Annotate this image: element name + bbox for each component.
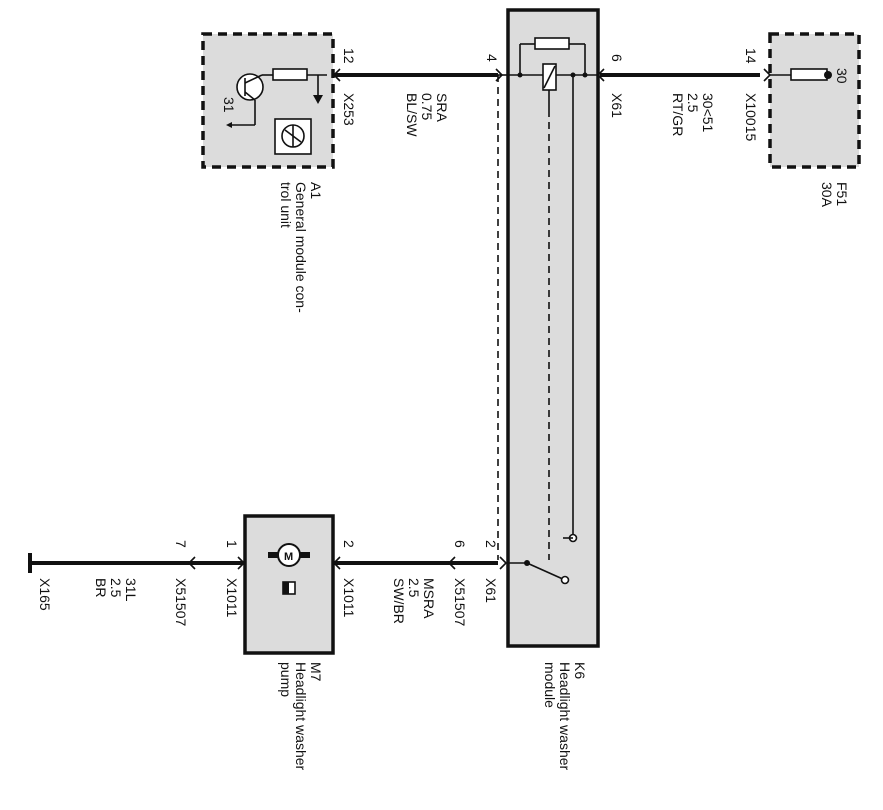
a1-general-module: 31 [201, 32, 335, 169]
svg-text:Headlight washer: Headlight washer [293, 662, 309, 771]
svg-text:F51: F51 [834, 182, 850, 206]
connector-x61-bottom: X61 [483, 578, 499, 603]
pin-m7-1: 1 [224, 540, 240, 548]
pin-m7-2: 2 [341, 540, 357, 548]
k6-box [506, 8, 600, 648]
m7-headlight-washer-pump: M [243, 514, 335, 655]
svg-text:30A: 30A [819, 182, 835, 208]
connector-x10015: X10015 [743, 93, 759, 141]
pin-k6-4: 4 [484, 54, 500, 62]
pin-x51507-6: 6 [452, 540, 468, 548]
label-k6: K6 Headlight washer module [542, 662, 588, 771]
k6-headlight-washer-module [506, 8, 600, 648]
m7-box [243, 514, 335, 655]
svg-text:module: module [542, 662, 558, 708]
svg-text:SRA: SRA [434, 93, 450, 122]
svg-text:2.5: 2.5 [685, 93, 701, 113]
k6-resistor-icon [534, 37, 570, 50]
a1-box [201, 32, 335, 169]
connector-x165: X165 [37, 578, 53, 611]
a1-transistor-icon [236, 73, 264, 101]
fuse-icon [790, 68, 828, 81]
pin-f51-14: 14 [743, 48, 759, 64]
svg-text:2.5: 2.5 [108, 578, 124, 598]
connector-x61-top: X61 [609, 93, 625, 118]
svg-text:A1: A1 [308, 182, 324, 199]
connector-x1011-left: X1011 [224, 578, 240, 618]
svg-text:Headlight washer: Headlight washer [557, 662, 573, 771]
connector-marks [187, 68, 772, 570]
connector-x51507-right: X51507 [452, 578, 468, 626]
svg-text:0.75: 0.75 [419, 93, 435, 120]
connector-x1011-right: X1011 [341, 578, 357, 618]
svg-text:pump: pump [278, 662, 294, 697]
pin-k6-6: 6 [609, 54, 625, 62]
label-m7: M7 Headlight washer pump [278, 662, 324, 771]
svg-text:BL/SW: BL/SW [404, 93, 420, 137]
wires [28, 72, 760, 573]
svg-text:K6: K6 [572, 662, 588, 679]
wire-label-sra: SRA 0.75 BL/SW [404, 93, 450, 137]
svg-text:RT/GR: RT/GR [670, 93, 686, 136]
relay-switch-icon [526, 562, 566, 581]
svg-text:trol unit: trol unit [278, 182, 294, 228]
f51-box [768, 32, 861, 169]
label-a1: A1 General module con- trol unit [278, 182, 324, 313]
a1-ground-pin: 31 [221, 97, 237, 113]
svg-text:MSRA: MSRA [421, 578, 437, 619]
f51-terminal: 30 [834, 68, 850, 84]
svg-text:M7: M7 [308, 662, 324, 682]
f51-fuse: 30 [768, 32, 861, 169]
pin-a1-12: 12 [341, 48, 357, 64]
pin-k6-2: 2 [483, 540, 499, 548]
svg-text:SW/BR: SW/BR [391, 578, 407, 624]
wire-label-msra: MSRA 2.5 SW/BR [391, 578, 437, 624]
motor-symbol: M [284, 551, 293, 563]
label-f51: F51 30A [819, 182, 850, 208]
svg-text:31L: 31L [123, 578, 139, 602]
wire-label-31l: 31L 2.5 BR [93, 578, 139, 602]
svg-text:2.5: 2.5 [406, 578, 422, 598]
connector-x51507-left: X51507 [173, 578, 189, 626]
wire-label-30: 30<51 2.5 RT/GR [670, 93, 716, 136]
a1-resistor-icon [272, 68, 308, 81]
svg-text:General module con-: General module con- [293, 182, 309, 313]
svg-text:BR: BR [93, 578, 109, 597]
pin-x51507-7: 7 [173, 540, 189, 548]
a1-arrow-icon [313, 95, 323, 104]
svg-text:30<51: 30<51 [700, 93, 716, 133]
connector-x253: X253 [341, 93, 357, 126]
